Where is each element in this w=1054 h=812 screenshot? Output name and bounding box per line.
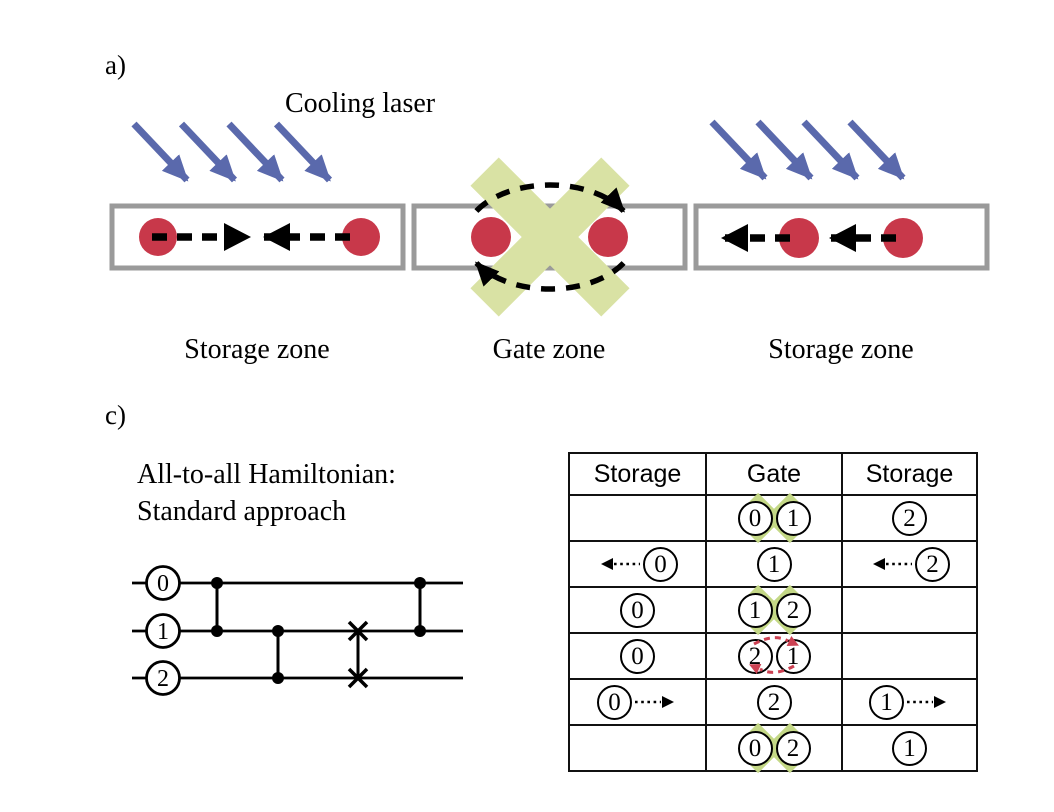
ion-1: 1	[737, 592, 773, 628]
panel-a-label: a)	[105, 50, 126, 80]
heading-line-2: Standard approach	[137, 496, 347, 527]
move-right-arrow-icon	[635, 696, 674, 708]
ion	[342, 218, 380, 256]
ion-2: 2	[756, 684, 792, 720]
qubit-2-label: 2	[157, 666, 169, 692]
qubit-0-label: 0	[157, 571, 169, 597]
ion-0: 0	[737, 500, 773, 536]
storage-right-cell	[843, 588, 976, 632]
storage-right-cell: 2	[843, 542, 976, 586]
gate-cell: 0 1	[707, 496, 841, 540]
swap-gate-12	[347, 620, 369, 689]
circuit-wires	[132, 581, 463, 680]
move-left-arrow-icon	[601, 558, 640, 570]
shuttle-schedule-table: Storage Gate Storage 0 1 2	[568, 452, 978, 772]
gate-cell: 2 1	[707, 634, 841, 678]
qubit-1-label: 1	[157, 619, 169, 645]
ion	[588, 217, 628, 257]
cooling-laser-arrows-left-icon	[131, 121, 333, 183]
table-row: 0 2 1	[568, 678, 978, 726]
cz-gate-01-second	[414, 577, 426, 637]
storage-right-cell: 1	[843, 680, 976, 724]
storage-left-cell: 0	[570, 588, 705, 632]
ion-0: 0	[737, 730, 773, 766]
table-header-row: Storage Gate Storage	[568, 452, 978, 496]
table-row: 0 2 1	[568, 724, 978, 772]
header-gate: Gate	[705, 452, 843, 496]
table-row: 0 1 2	[568, 540, 978, 588]
ion-2: 2	[775, 730, 811, 766]
table-row: 0 1 2	[568, 494, 978, 542]
heading-line-1: All-to-all Hamiltonian:	[137, 459, 396, 490]
storage-left-cell: 0	[570, 542, 705, 586]
header-storage-right: Storage	[841, 452, 978, 496]
ion-1: 1	[892, 730, 927, 766]
storage-right-cell: 1	[843, 726, 976, 770]
ion-2: 2	[915, 546, 950, 582]
storage-left-cell	[570, 496, 705, 540]
ion-0: 0	[643, 546, 678, 582]
storage-left-cell: 0	[570, 634, 705, 678]
cooling-laser-label: Cooling laser	[285, 88, 436, 119]
ion-2: 2	[892, 500, 927, 536]
gate-cell: 1 2	[707, 588, 841, 632]
ion-0: 0	[620, 638, 655, 674]
panel-a-trap-diagram: a) Cooling laser	[105, 50, 990, 365]
ion	[883, 218, 923, 258]
storage-left-cell: 0	[570, 680, 705, 724]
ion-0: 0	[620, 592, 655, 628]
ion-0: 0	[597, 684, 632, 720]
storage-zone-right-label: Storage zone	[768, 334, 913, 365]
ion-2: 2	[775, 592, 811, 628]
table-row: 0 2 1	[568, 632, 978, 680]
ion-2: 2	[737, 638, 773, 674]
header-storage-left: Storage	[568, 452, 707, 496]
storage-right-cell: 2	[843, 496, 976, 540]
gate-cell: 1	[707, 542, 841, 586]
gate-swap-circular-arrows-icon	[474, 182, 626, 292]
gate-zone-label: Gate zone	[493, 334, 606, 365]
storage-left-cell	[570, 726, 705, 770]
gate-cell: 2	[707, 680, 841, 724]
ion-shuttle-arrows-icon	[152, 223, 896, 252]
ion	[779, 218, 819, 258]
ion-1: 1	[775, 638, 811, 674]
ion	[471, 217, 511, 257]
ion-1: 1	[775, 500, 811, 536]
ions	[139, 217, 923, 258]
panel-c-heading: All-to-all Hamiltonian: Standard approac…	[137, 456, 396, 530]
gate-cell: 0 2	[707, 726, 841, 770]
table-row: 0 1 2	[568, 586, 978, 634]
qubit-labels: 0 1 2	[145, 565, 181, 696]
ion-1: 1	[756, 546, 792, 582]
gate-beam-x-icon	[470, 157, 630, 317]
cooling-laser-arrows-right-icon	[709, 119, 906, 181]
move-right-arrow-icon	[907, 696, 946, 708]
quantum-circuit-diagram: 0 1 2	[132, 565, 463, 696]
storage-zone-left-label: Storage zone	[184, 334, 329, 365]
cz-gate-01-first	[211, 577, 223, 637]
cz-gate-12	[272, 625, 284, 684]
storage-right-cell	[843, 634, 976, 678]
ion-1: 1	[869, 684, 904, 720]
panel-c-label: c)	[105, 400, 126, 430]
move-left-arrow-icon	[873, 558, 912, 570]
